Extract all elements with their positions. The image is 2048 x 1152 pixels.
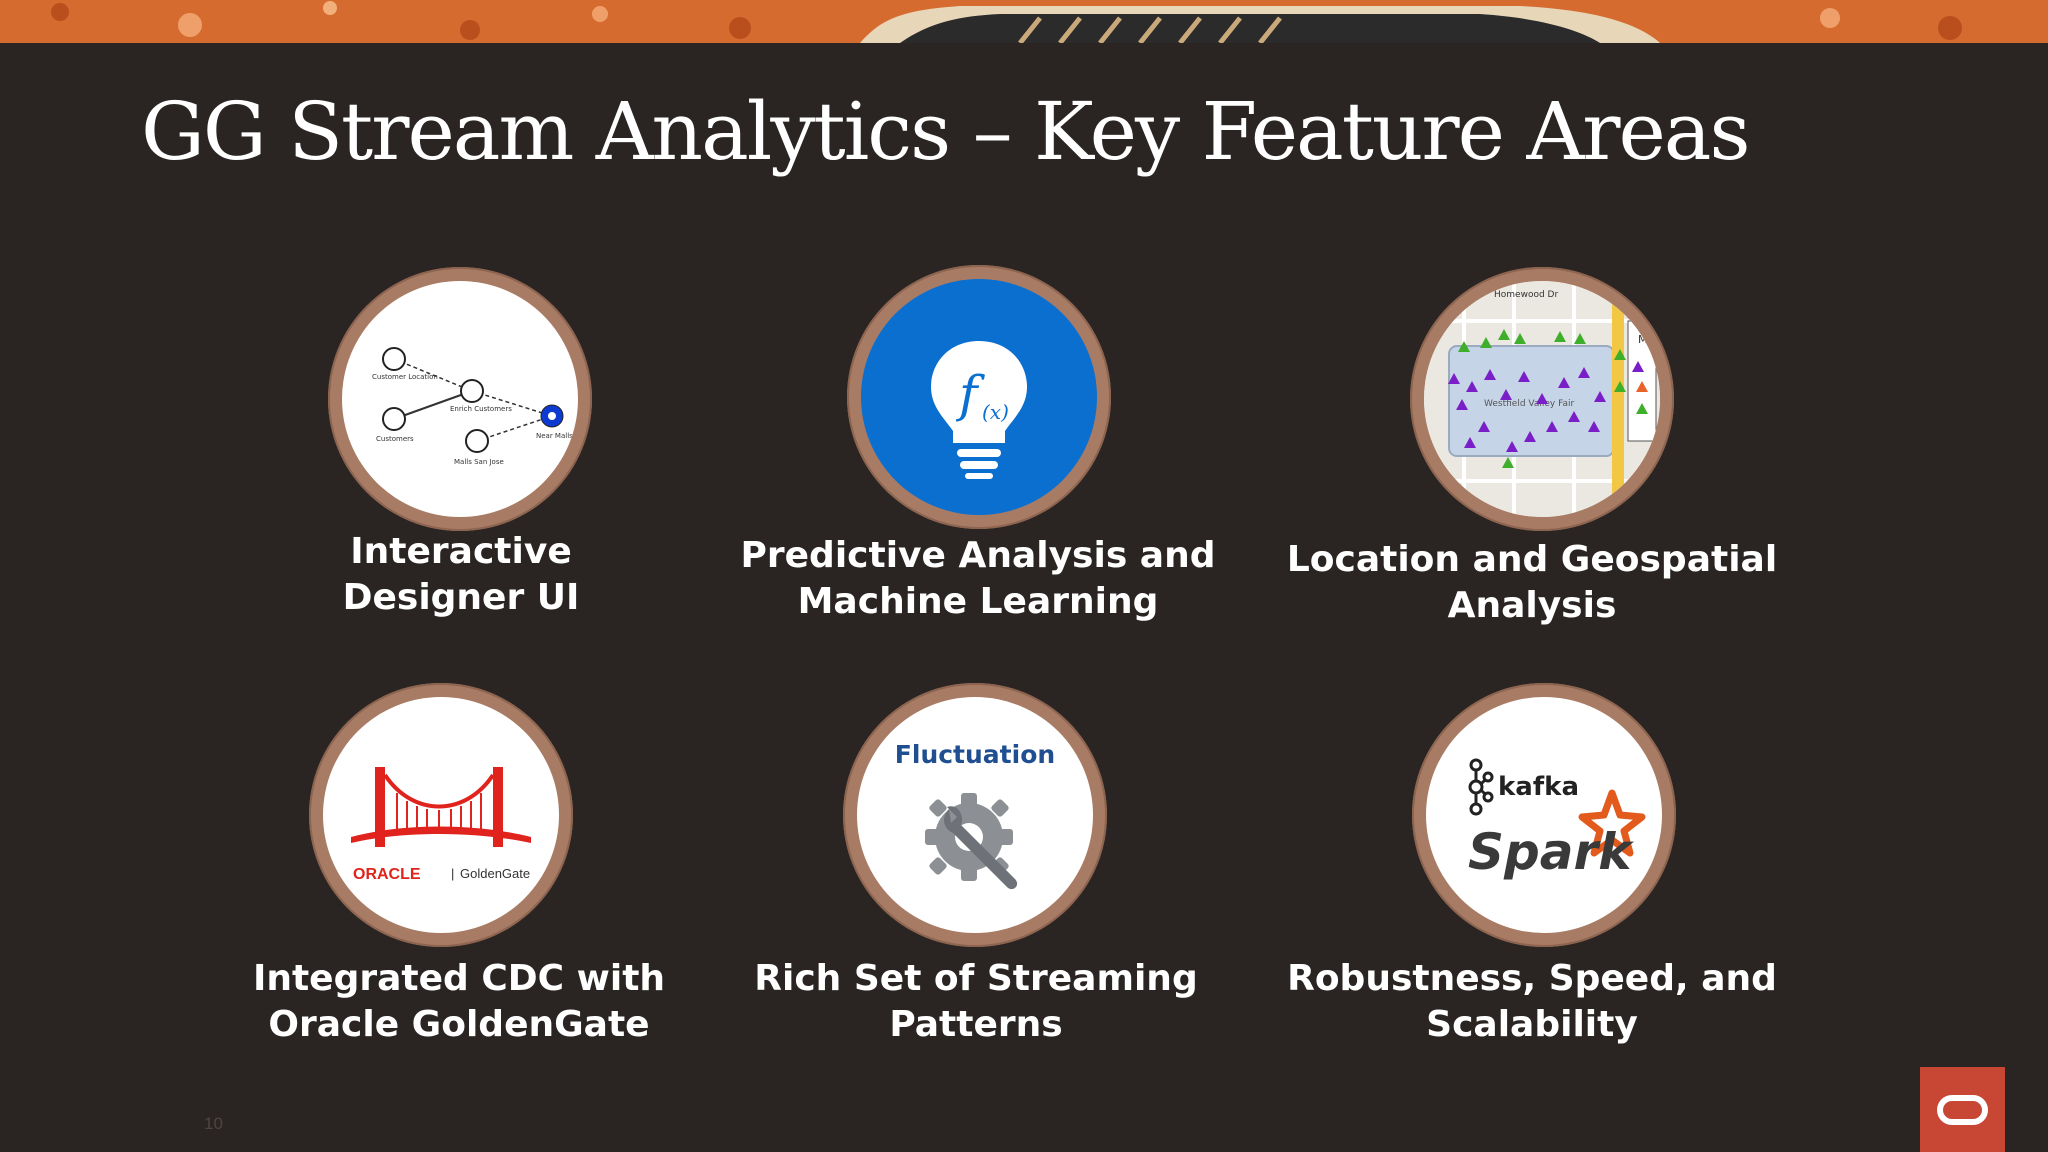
kafka-label: kafka (1498, 772, 1579, 802)
caption-line-1: Location and Geospatial (1286, 539, 1778, 580)
flow-diagram-icon: Customer Location Enrich Customers Custo… (342, 281, 578, 517)
logo-separator: | (451, 866, 454, 881)
oracle-logo-icon (1920, 1067, 2005, 1152)
map-label-street: Homewood Dr (1494, 290, 1558, 300)
slide-title: GG Stream Analytics – Key Feature Areas (141, 85, 1751, 178)
diagram-label-customers: Customers (376, 435, 414, 443)
function-symbol-sub: (x) (982, 400, 1009, 424)
map-markers-icon: Homewood Dr Westfield Valley Fair M (1424, 281, 1660, 517)
feature-caption: Integrated CDC with Oracle GoldenGate (199, 956, 719, 1048)
diagram-label-customer-location: Customer Location (372, 373, 438, 381)
diagram-label-near-malls: Near Malls (536, 432, 573, 440)
feature-icon-ring: ORACLE | GoldenGate (309, 683, 573, 947)
caption-line-2: Oracle GoldenGate (268, 1004, 650, 1045)
gear-wrench-icon: Fluctuation (857, 697, 1093, 933)
fluctuation-label: Fluctuation (895, 740, 1055, 769)
diagram-label-enrich-customers: Enrich Customers (450, 405, 512, 413)
diagram-label-malls-san-jose: Malls San Jose (454, 458, 504, 466)
feature-caption: Robustness, Speed, and Scalability (1272, 956, 1792, 1048)
page-number: 10 (204, 1114, 223, 1133)
spark-label: Spark (1468, 823, 1634, 881)
caption-line-2: Designer UI (342, 577, 580, 618)
map-label-side: M (1638, 333, 1648, 346)
feature-icon-ring: Customer Location Enrich Customers Custo… (328, 267, 592, 531)
feature-icon-ring: kafka Spark (1412, 683, 1676, 947)
caption-line-1: Rich Set of Streaming (754, 958, 1198, 999)
lightbulb-function-icon: f (x) (861, 279, 1097, 515)
caption-line-2: Machine Learning (797, 581, 1159, 622)
feature-icon-ring: f (x) (847, 265, 1111, 529)
feature-caption: Interactive Designer UI (201, 529, 721, 621)
caption-line-1: Robustness, Speed, and (1287, 958, 1777, 999)
caption-line-1: Predictive Analysis and (740, 535, 1216, 576)
kafka-spark-icon: kafka Spark (1426, 697, 1662, 933)
map-label-mall: Westfield Valley Fair (1484, 399, 1574, 409)
feature-caption: Rich Set of Streaming Patterns (716, 956, 1236, 1048)
caption-line-1: Interactive (350, 531, 572, 572)
caption-line-2: Analysis (1447, 585, 1617, 626)
goldengate-product-text: GoldenGate (460, 866, 530, 881)
header-banner-image (0, 0, 2048, 43)
caption-line-2: Scalability (1426, 1004, 1638, 1045)
feature-caption: Location and Geospatial Analysis (1272, 537, 1792, 629)
feature-icon-ring: Homewood Dr Westfield Valley Fair M (1410, 267, 1674, 531)
feature-caption: Predictive Analysis and Machine Learning (718, 533, 1238, 625)
goldengate-bridge-icon: ORACLE | GoldenGate (323, 697, 559, 933)
feature-icon-ring: Fluctuation (843, 683, 1107, 947)
caption-line-1: Integrated CDC with (252, 958, 666, 999)
caption-line-2: Patterns (889, 1004, 1063, 1045)
oracle-brand-text: ORACLE (353, 866, 421, 883)
